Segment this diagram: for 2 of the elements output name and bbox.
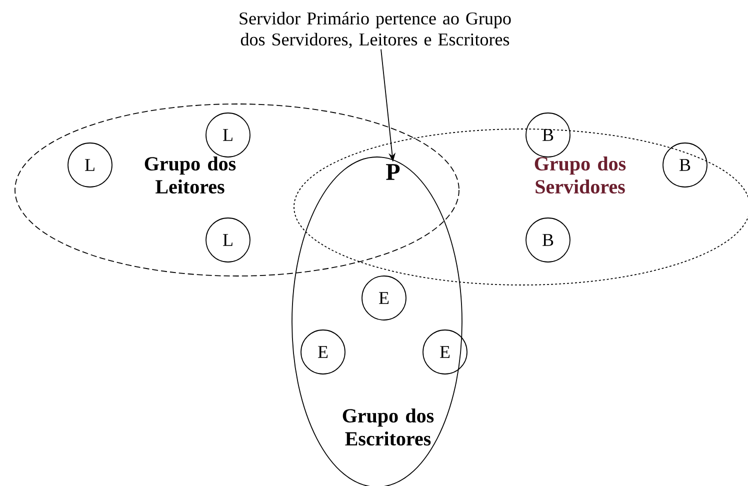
primary-label: P [386,164,400,180]
annotation-text: Servidor Primário pertence ao Grupo dos Servidores, Leitores e Escritores [240,12,511,48]
